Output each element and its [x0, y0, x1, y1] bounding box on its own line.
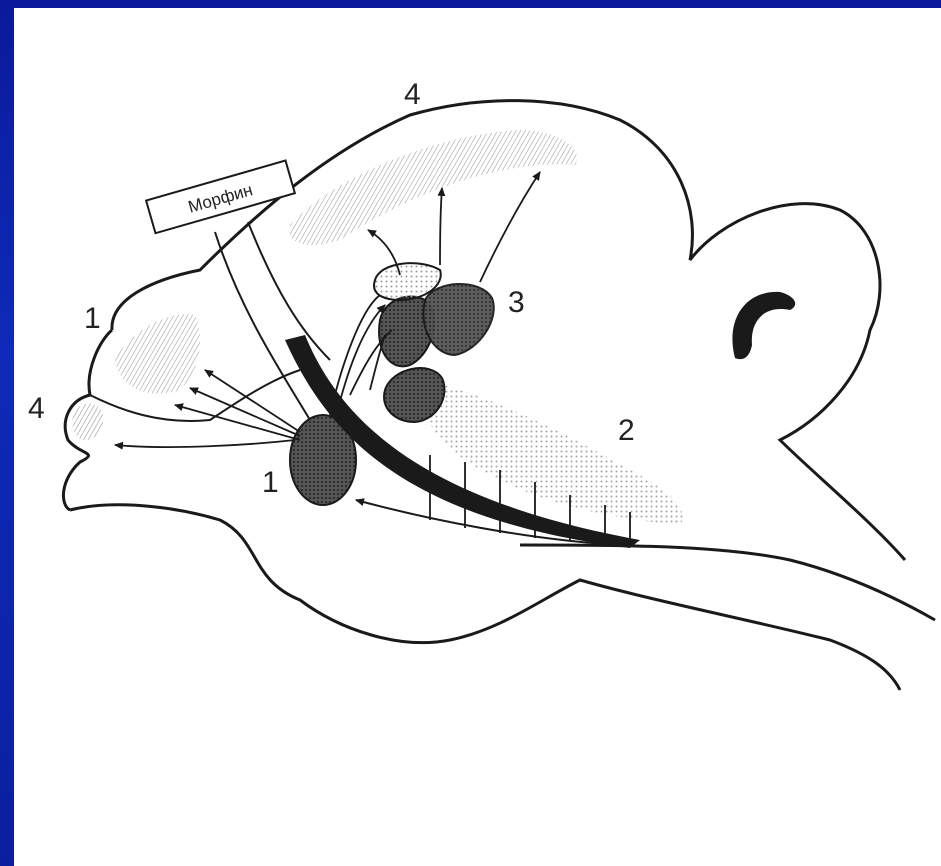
- front-inner-line: [90, 370, 300, 421]
- cortex-shaded-area: [289, 130, 577, 245]
- olfactory-shaded-area: [72, 404, 103, 441]
- label-cortex-4: 4: [404, 78, 421, 111]
- brain-outline: [112, 101, 905, 560]
- thalamus-body-b: [423, 284, 493, 355]
- underside-outline: [70, 505, 900, 690]
- morphine-line-left: [215, 232, 310, 420]
- label-brainstem-2: 2: [618, 414, 635, 447]
- label-nucleus-1: 1: [262, 466, 279, 499]
- morphine-box: Морфин: [146, 161, 295, 234]
- label-olfactory-4: 4: [28, 392, 45, 425]
- brainstem-outline: [520, 545, 935, 620]
- forebrain-shaded-area: [115, 314, 200, 394]
- label-thalamus-3: 3: [508, 286, 525, 319]
- label-forebrain-1: 1: [84, 302, 101, 335]
- ventricle-shape: [732, 292, 795, 359]
